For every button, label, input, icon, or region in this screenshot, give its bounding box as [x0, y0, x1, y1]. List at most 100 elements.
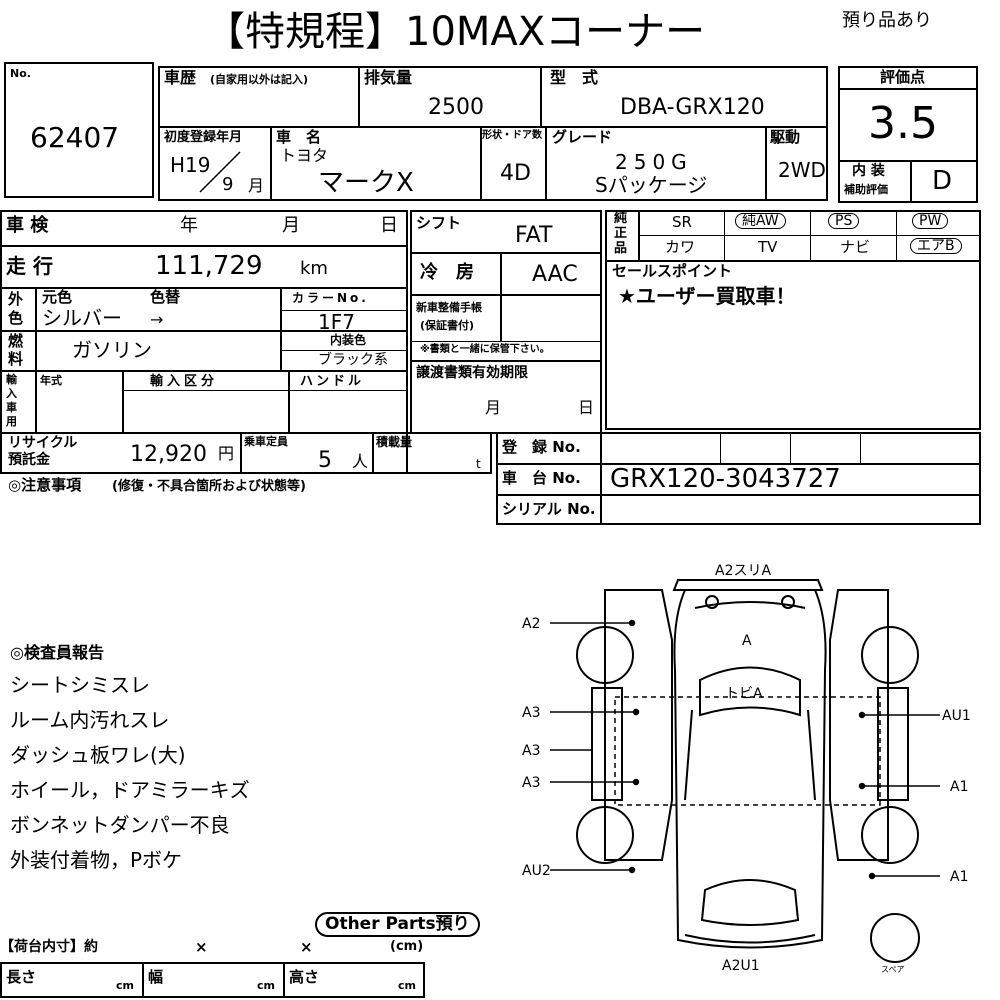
- load-unit: t: [476, 457, 481, 471]
- color-value: シルバー: [42, 306, 122, 330]
- int-color-label: 内装色: [330, 333, 367, 347]
- load-label: 積載量: [376, 435, 413, 449]
- label-a3-2: A3: [522, 743, 540, 759]
- shift-label: シフト: [416, 214, 462, 232]
- report-line: ダッシュ板ワレ(大): [10, 743, 186, 767]
- lot-box: No. 62407: [4, 62, 154, 198]
- divider: [283, 962, 285, 998]
- cargo-x-2: ×: [300, 938, 313, 956]
- inspection-month: 月: [282, 215, 300, 236]
- mileage-label: 走 行: [6, 254, 53, 278]
- label-a1-1: A1: [950, 779, 968, 795]
- header-note: 預り品あり: [842, 10, 932, 31]
- divider: [158, 126, 828, 128]
- import-side-1: 輸: [6, 373, 17, 386]
- divider: [810, 210, 811, 260]
- aircon-value: AAC: [532, 262, 578, 287]
- sales-label: セールスポイント: [612, 262, 733, 280]
- divider: [605, 260, 981, 262]
- first-reg-era: H19: [170, 153, 211, 177]
- divider: [280, 310, 408, 311]
- label-a2-left: A2: [522, 616, 540, 632]
- report-label: ◎検査員報告: [10, 643, 104, 662]
- equip-side-3: 品: [614, 241, 628, 256]
- divider: [0, 370, 408, 372]
- registration-label: 登 録 No.: [502, 438, 581, 456]
- label-tobi: トビA: [725, 686, 763, 702]
- fuel-side-2: 料: [8, 350, 24, 368]
- drive-label: 駆動: [770, 128, 801, 146]
- divider: [410, 341, 602, 342]
- capacity-value: 5: [318, 448, 332, 473]
- divider: [838, 160, 978, 162]
- divider: [0, 245, 408, 247]
- import-class-label: 輸入区分: [150, 374, 219, 389]
- score-label: 評価点: [880, 68, 926, 86]
- cargo-length-unit: cm: [116, 979, 134, 992]
- equip-ps: PS: [828, 213, 860, 229]
- transfer-month: 月: [485, 398, 502, 417]
- divider: [724, 210, 725, 260]
- equip-pw: PW: [912, 213, 949, 229]
- cargo-box: [0, 962, 425, 998]
- change-color-label: 色替: [150, 288, 181, 306]
- sales-text: ★ユーザー買取車！: [618, 284, 796, 308]
- divider: [280, 350, 408, 351]
- divider: [638, 235, 981, 236]
- divider: [122, 390, 408, 391]
- mileage-unit: km: [300, 258, 328, 279]
- first-reg-month-unit: 月: [248, 176, 265, 195]
- equip-tv: TV: [758, 238, 778, 256]
- color-code-label: カラーNo.: [292, 291, 369, 305]
- slash-mark: [199, 151, 241, 193]
- divider: [358, 66, 360, 128]
- cargo-height-label: 高さ: [289, 968, 320, 986]
- divider: [910, 160, 912, 203]
- divider: [410, 294, 602, 296]
- first-reg-label: 初度登録年月: [164, 130, 243, 145]
- divider: [545, 126, 547, 201]
- history-label: 車歴: [164, 68, 197, 87]
- interior-grade: D: [932, 166, 953, 196]
- report-line: ホイール，ドアミラーキズ: [10, 778, 250, 802]
- import-side-4: 用: [6, 415, 17, 428]
- grade-line2: Sパッケージ: [595, 173, 708, 197]
- divider: [480, 126, 482, 201]
- drive-value: 2WD: [778, 158, 826, 182]
- car-outline: [576, 579, 920, 963]
- equip-side-2: 正: [614, 226, 628, 241]
- cargo-width-unit: cm: [257, 979, 275, 992]
- cargo-label: 【荷台内寸】約: [0, 939, 98, 955]
- report-line: シートシミスレ: [10, 673, 150, 697]
- car-name: マークX: [318, 168, 414, 198]
- capacity-label: 乗車定員: [244, 435, 288, 448]
- model-code-value: DBA-GRX120: [620, 95, 765, 120]
- other-parts-badge: Other Parts預り: [315, 912, 480, 937]
- divider: [410, 360, 602, 362]
- page-title: 【特規程】10MAXコーナー: [205, 9, 706, 55]
- divider: [0, 287, 408, 289]
- divider: [280, 287, 282, 370]
- divider: [496, 494, 981, 496]
- caution-sublabel: (修復・不具合箇所および状態等): [112, 479, 306, 494]
- inspection-label: 車 検: [6, 215, 49, 236]
- divider: [270, 126, 272, 201]
- divider: [35, 370, 37, 432]
- maintenance-label-2: (保証書付): [420, 319, 475, 332]
- import-side-3: 車: [6, 401, 17, 414]
- divider: [765, 126, 767, 201]
- maintenance-label-1: 新車整備手帳: [416, 301, 482, 314]
- cargo-height-unit: cm: [398, 979, 416, 992]
- equip-aw: 純AW: [735, 213, 786, 229]
- divider: [790, 432, 791, 463]
- car-maker: トヨタ: [280, 146, 329, 165]
- divider: [496, 463, 981, 465]
- first-reg-month: 9: [222, 174, 234, 195]
- divider: [408, 472, 492, 474]
- label-a2-top: A2スリA: [715, 563, 771, 579]
- color-code: 1F7: [318, 310, 355, 334]
- car-damage-diagram: A2スリA A2 A トビA A3 A3 A3 AU1 A1 A1 AU2 A2…: [522, 563, 971, 974]
- label-a1-2: A1: [950, 869, 968, 885]
- report-line: ボンネットダンパー不良: [10, 813, 230, 837]
- report-line: 外装付着物，Pボケ: [10, 848, 183, 872]
